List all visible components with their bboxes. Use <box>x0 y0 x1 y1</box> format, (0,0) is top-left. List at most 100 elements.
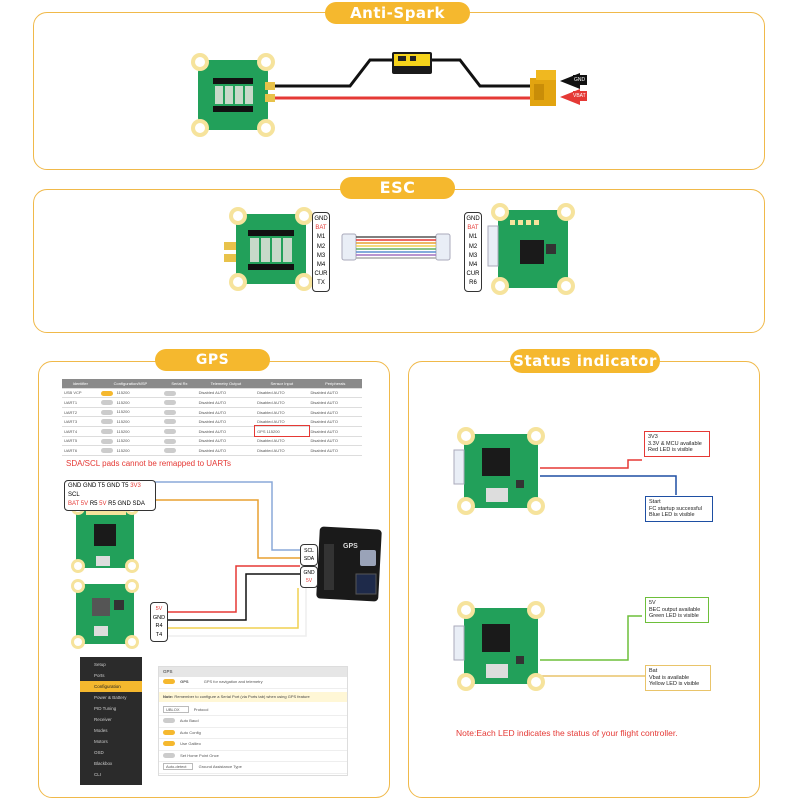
peripheral-baud-select[interactable]: AUTO <box>326 419 339 425</box>
peripheral-select[interactable]: Disabled <box>310 428 327 434</box>
peripheral-select[interactable]: Disabled <box>310 409 327 415</box>
baud-select[interactable]: 115200 <box>116 390 130 396</box>
telemetry-select[interactable]: Disabled <box>198 409 215 415</box>
peripheral-baud-select[interactable]: AUTO <box>326 409 339 415</box>
peripheral-select[interactable]: Disabled <box>310 447 327 453</box>
status-box-3v3: 3V3 3.3V & MCU available Red LED is visi… <box>644 431 710 457</box>
pin-label: SCL <box>68 492 80 498</box>
peripheral-select[interactable]: Disabled <box>310 399 327 405</box>
esc-left-pinout: GND BAT M1 M2 M3 M4 CUR TX <box>312 212 330 292</box>
serial-rx-toggle[interactable] <box>164 409 177 415</box>
serial-rx-toggle[interactable] <box>164 390 177 396</box>
serial-rx-toggle[interactable] <box>164 419 177 425</box>
baud-select[interactable]: 115200 <box>116 428 130 434</box>
use-galileo-toggle[interactable] <box>163 741 175 747</box>
anti-spark-panel <box>33 12 765 170</box>
esc-right-pin: M2 <box>468 243 478 250</box>
serial-rx-toggle[interactable] <box>164 438 177 444</box>
set-home-point-toggle[interactable] <box>163 752 175 758</box>
ports-col-header: Configuration/MSP <box>98 379 163 389</box>
sensor-select[interactable]: Disabled <box>257 390 273 396</box>
port-id: UART2 <box>62 407 99 418</box>
esc-left-pin: M4 <box>316 262 326 269</box>
sidebar-item-receiver[interactable]: Receiver <box>94 717 112 722</box>
ground-assistance-select[interactable]: Auto-detect <box>163 763 194 770</box>
telemetry-baud-select[interactable]: AUTO <box>215 399 227 405</box>
msp-toggle[interactable] <box>100 428 113 434</box>
serial-rx-toggle[interactable] <box>164 428 177 434</box>
sidebar-item-cli[interactable]: CLI <box>94 772 102 777</box>
peripheral-select[interactable]: Disabled <box>310 419 327 425</box>
sidebar-item-ports[interactable]: Ports <box>94 673 105 678</box>
telemetry-select[interactable]: Disabled <box>198 399 215 405</box>
telemetry-baud-select[interactable]: AUTO <box>215 419 227 425</box>
sensor-select[interactable]: Disabled <box>257 409 273 415</box>
msp-toggle[interactable] <box>100 400 113 406</box>
serial-rx-toggle[interactable] <box>164 448 177 454</box>
sidebar-item-power-battery[interactable]: Power & Battery <box>94 695 127 700</box>
baud-select[interactable]: 115200 <box>116 438 130 444</box>
sidebar-item-blackbox[interactable]: Blackbox <box>94 761 113 766</box>
sensor-select[interactable]: Disabled <box>257 419 273 425</box>
telemetry-baud-select[interactable]: AUTO <box>215 447 227 453</box>
sensor-baud-select[interactable]: AUTO <box>273 390 285 396</box>
gps-config-note-text: Remember to configure a Serial Port (via… <box>174 693 310 699</box>
status-title: Status indicator <box>510 349 660 373</box>
telemetry-select[interactable]: Disabled <box>198 419 215 425</box>
sensor-select[interactable]: Disabled <box>257 438 273 444</box>
peripheral-baud-select[interactable]: AUTO <box>326 428 339 434</box>
peripheral-select[interactable]: Disabled <box>310 438 327 444</box>
pin-label: GND <box>106 483 120 489</box>
auto-config-toggle[interactable] <box>163 729 175 735</box>
peripheral-baud-select[interactable]: AUTO <box>326 447 339 453</box>
auto-baud-toggle[interactable] <box>163 718 175 724</box>
sidebar-item-configuration[interactable]: Configuration <box>80 681 142 692</box>
msp-toggle[interactable] <box>100 419 113 425</box>
sidebar-item-pid-tuning[interactable]: PID Tuning <box>94 706 117 711</box>
baud-select[interactable]: 115200 <box>116 447 130 453</box>
ports-col-header: Peripherals <box>308 379 362 389</box>
peripheral-select[interactable]: Disabled <box>310 390 327 396</box>
telemetry-baud-select[interactable]: AUTO <box>215 428 227 434</box>
anti-spark-diagram <box>191 52 587 137</box>
sidebar-item-modes[interactable]: Modes <box>94 728 108 733</box>
sidebar-item-setup[interactable]: Setup <box>94 662 106 667</box>
status-box-5v: 5V BEC output available Green LED is vis… <box>645 597 709 623</box>
gps-baud-select[interactable]: 115200 <box>266 428 280 434</box>
msp-toggle[interactable] <box>100 438 113 444</box>
msp-toggle[interactable] <box>100 409 113 415</box>
telemetry-baud-select[interactable]: AUTO <box>215 390 227 396</box>
gps-pin-label: GND <box>303 570 315 576</box>
telemetry-select[interactable]: Disabled <box>198 428 215 434</box>
msp-toggle[interactable] <box>100 448 113 454</box>
baud-select[interactable]: 115200 <box>116 399 130 405</box>
telemetry-baud-select[interactable]: AUTO <box>215 409 227 415</box>
sensor-baud-select[interactable]: AUTO <box>273 438 285 444</box>
telemetry-select[interactable]: Disabled <box>198 447 215 453</box>
sensor-select[interactable]: Disabled <box>257 447 273 453</box>
telemetry-select[interactable]: Disabled <box>198 438 215 444</box>
peripheral-baud-select[interactable]: AUTO <box>326 390 339 396</box>
peripheral-baud-select[interactable]: AUTO <box>326 399 339 405</box>
gps-feature-toggle[interactable] <box>163 679 175 685</box>
peripheral-baud-select[interactable]: AUTO <box>326 438 339 444</box>
serial-rx-toggle[interactable] <box>164 400 177 406</box>
gps-wiring-diagram <box>71 481 382 649</box>
sensor-baud-select[interactable]: AUTO <box>273 409 285 415</box>
gps-sensor-select[interactable]: GPS <box>257 428 266 434</box>
sidebar-item-osd[interactable]: OSD <box>94 750 104 755</box>
sensor-baud-select[interactable]: AUTO <box>273 399 285 405</box>
gps-option-label: Auto Baud <box>179 718 199 723</box>
telemetry-baud-select[interactable]: AUTO <box>215 438 227 444</box>
msp-toggle[interactable] <box>100 390 113 396</box>
baud-select[interactable]: 115200 <box>116 418 130 424</box>
baud-select[interactable]: 115200 <box>116 409 130 415</box>
sensor-baud-select[interactable]: AUTO <box>273 419 285 425</box>
sensor-baud-select[interactable]: AUTO <box>273 447 285 453</box>
telemetry-select[interactable]: Disabled <box>198 390 215 396</box>
sidebar-item-motors[interactable]: Motors <box>94 739 108 744</box>
gps-protocol-select[interactable]: UBLOX <box>163 705 189 713</box>
table-row: UART4 115200 Disabled AUTO GPS 115200 Di… <box>62 425 362 438</box>
esc-right-pin: M3 <box>468 252 478 259</box>
sensor-select[interactable]: Disabled <box>257 399 273 405</box>
